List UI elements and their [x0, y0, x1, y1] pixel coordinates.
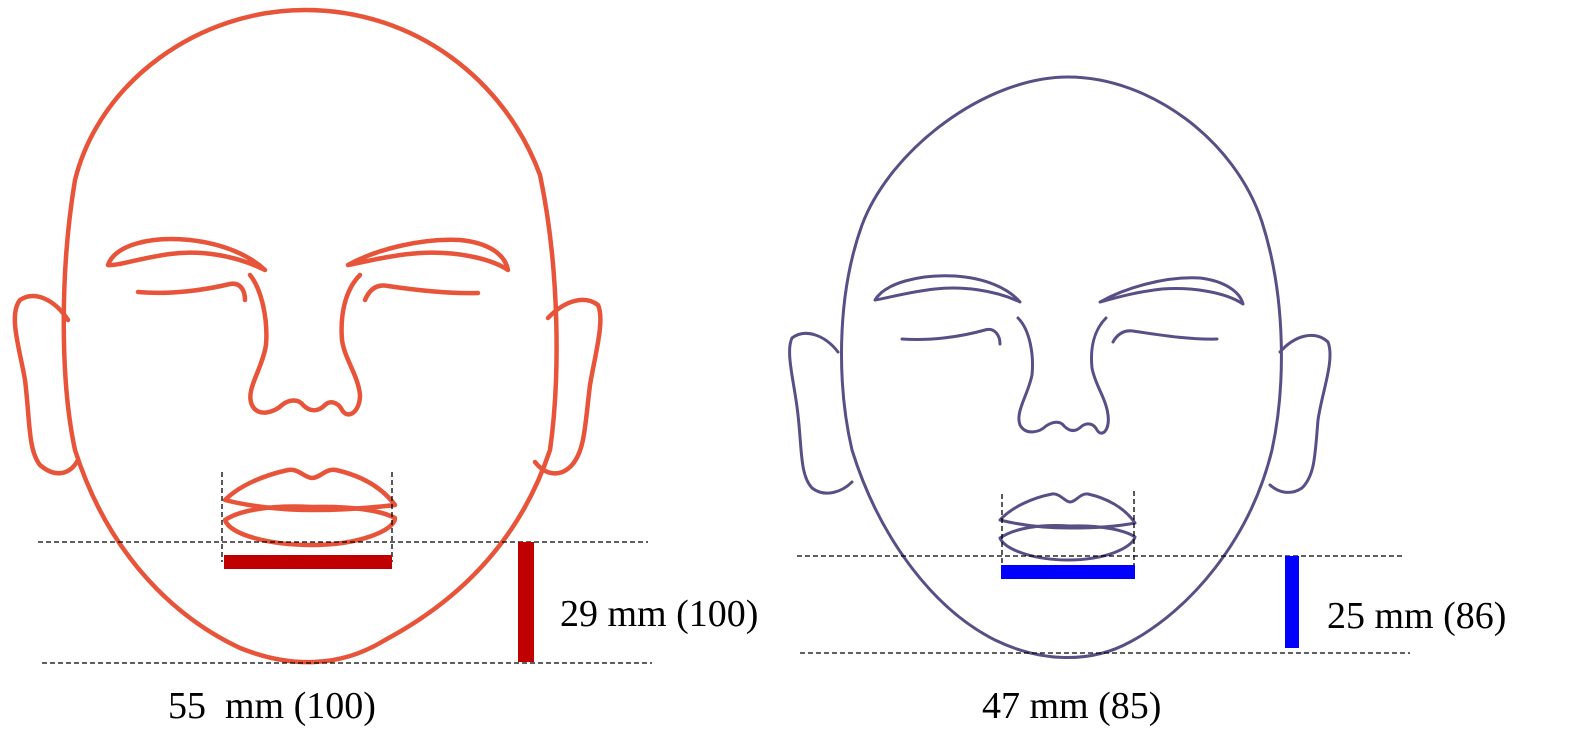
right-nose — [1018, 318, 1108, 433]
left-ear-right — [535, 300, 600, 473]
left-upper-lip — [225, 470, 395, 510]
left-mouth-width-bar — [224, 555, 392, 569]
right-upper-lip — [1000, 494, 1135, 528]
right-eyebrow-right — [1100, 278, 1243, 304]
left-nose — [250, 275, 360, 414]
left-eyebrow-left — [108, 239, 265, 270]
right-eye-left — [902, 329, 1000, 344]
left-eyebrow-right — [348, 240, 508, 270]
right-eyebrow-left — [875, 276, 1020, 302]
left-width-label: 55 mm (100) — [168, 685, 376, 727]
right-width-label: 47 mm (85) — [982, 685, 1161, 727]
right-height-label: 25 mm (86) — [1327, 595, 1506, 637]
left-eye-left — [138, 284, 245, 300]
right-chin-height-bar — [1285, 556, 1299, 648]
left-ear-left — [15, 296, 78, 473]
left-lower-lip — [225, 507, 395, 545]
right-mouth-width-bar — [1001, 565, 1135, 579]
right-lower-lip — [1000, 526, 1135, 561]
right-eye-right — [1113, 331, 1217, 342]
left-height-label: 29 mm (100) — [560, 593, 758, 635]
left-chin-height-bar — [518, 542, 534, 662]
left-eye-right — [365, 286, 478, 300]
